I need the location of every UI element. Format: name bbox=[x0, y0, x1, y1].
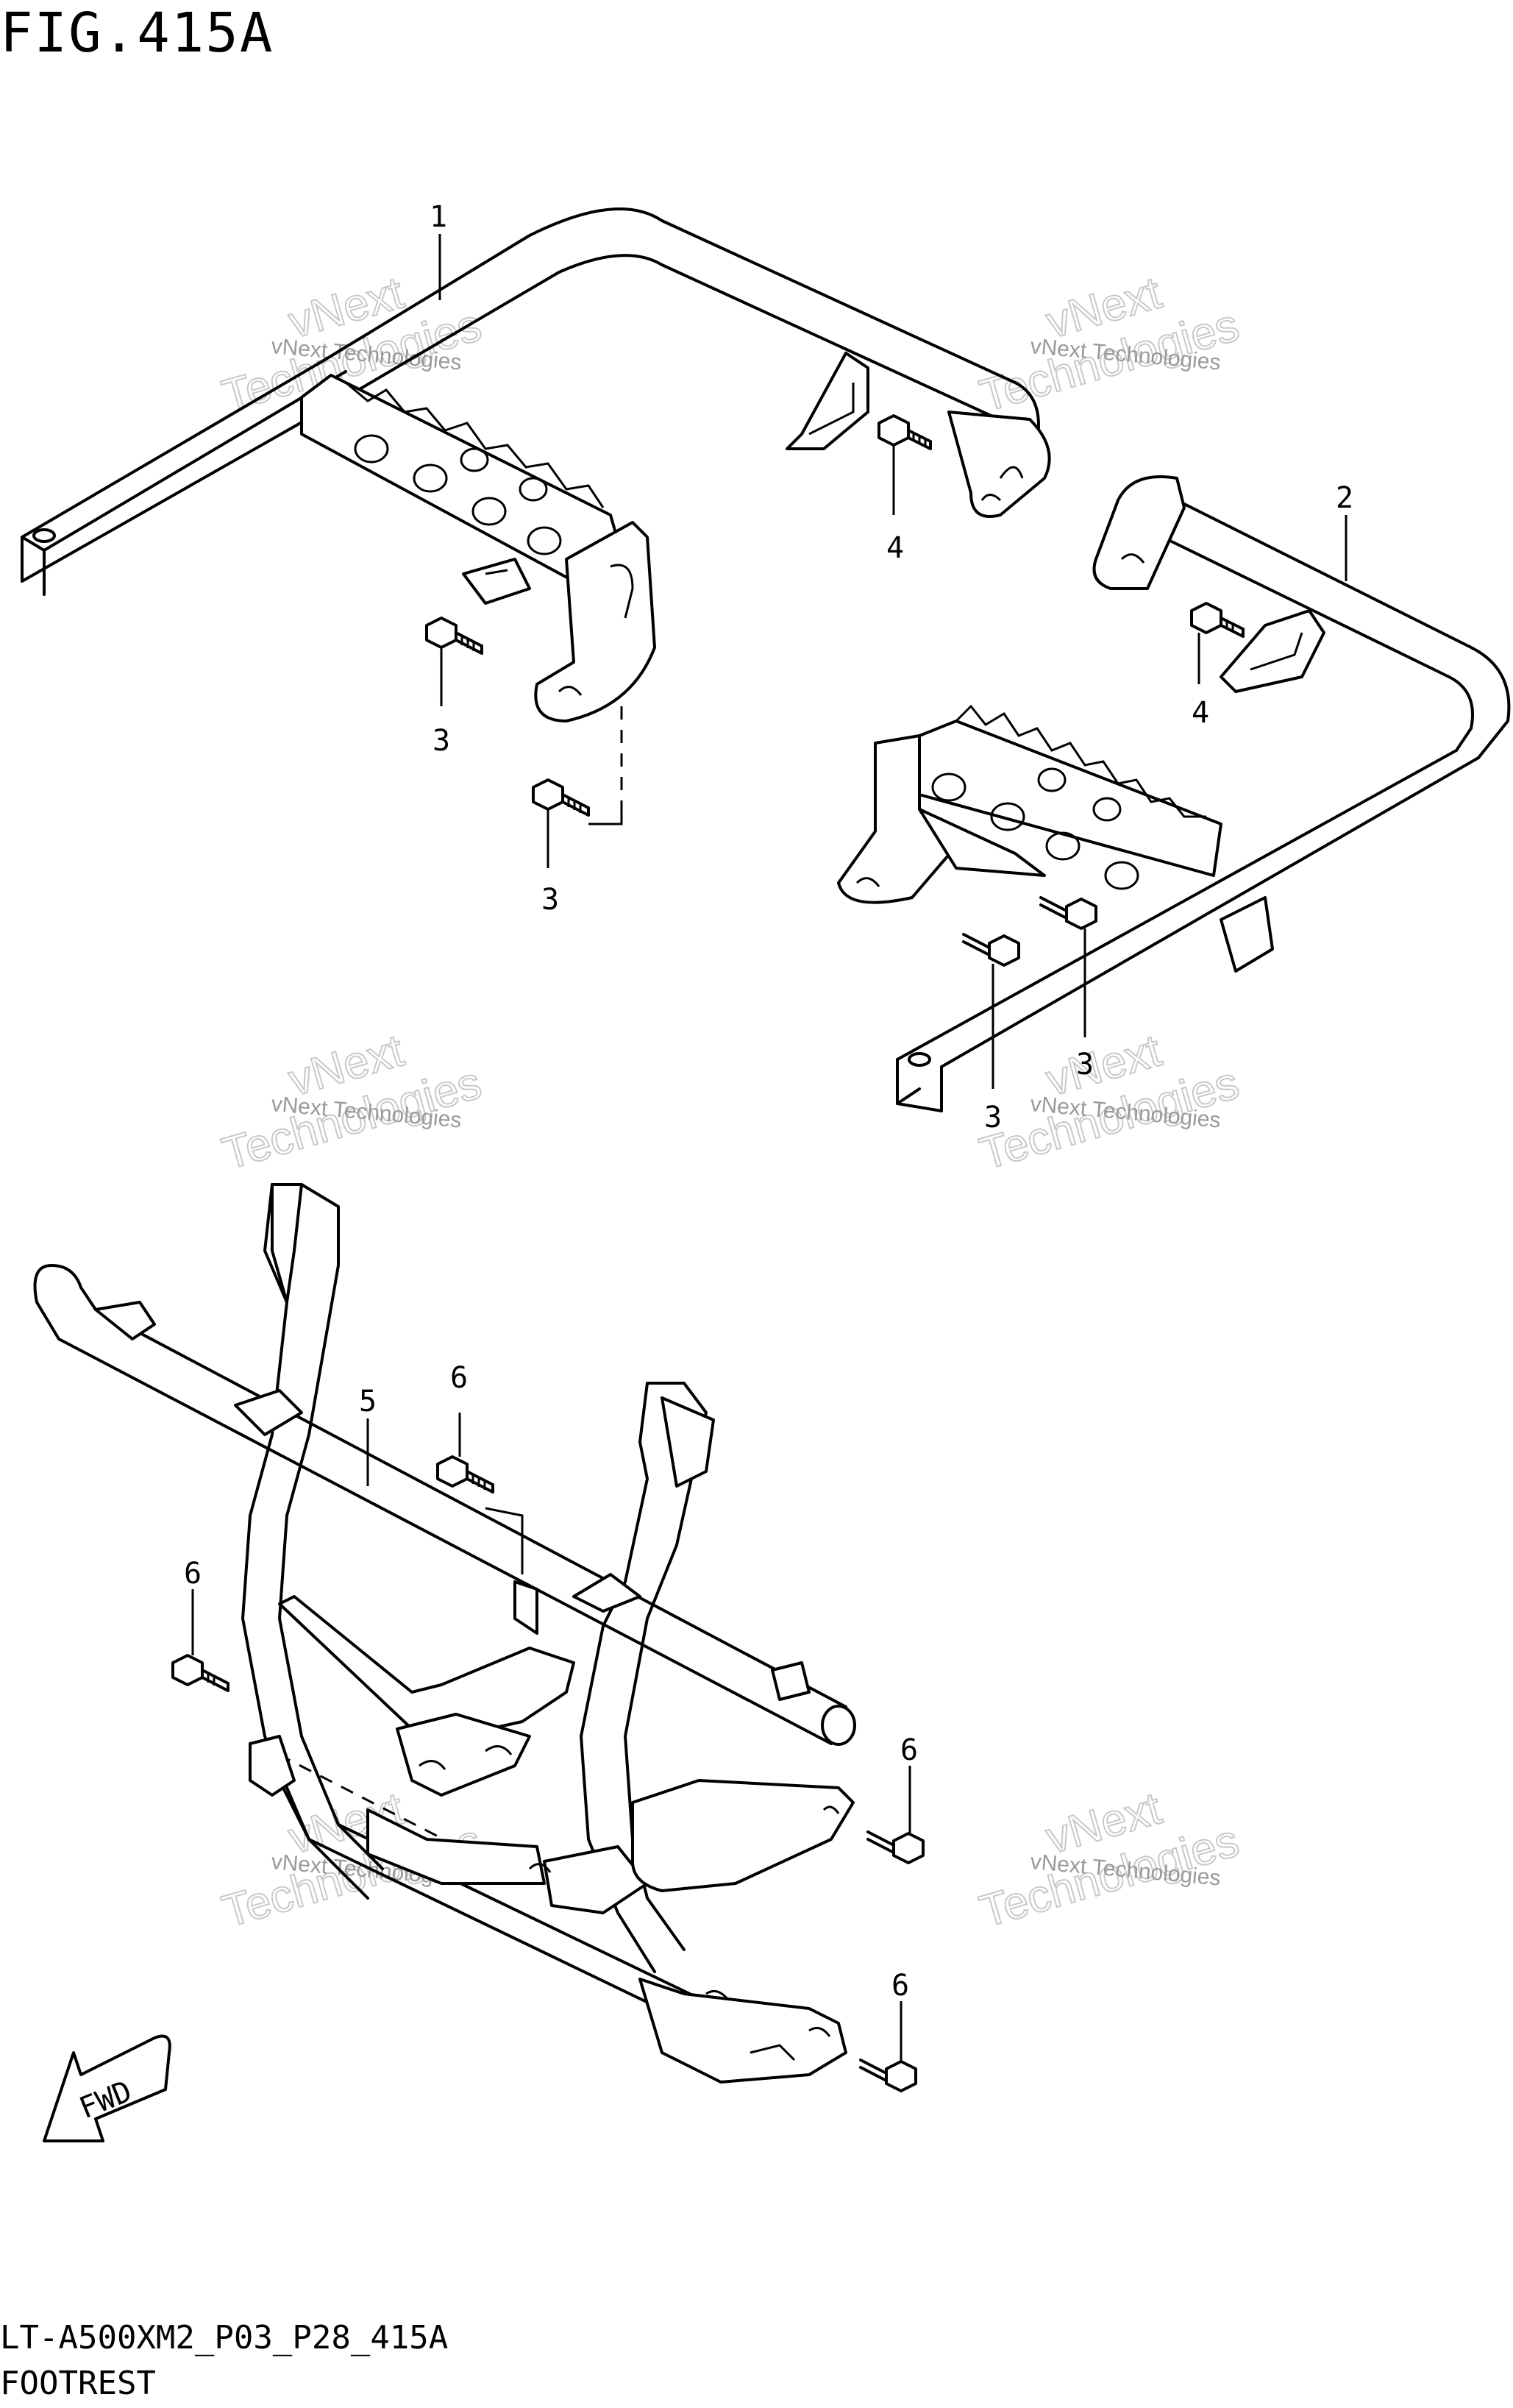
part-5-guard-frame bbox=[33, 1183, 856, 2084]
bolt-3-right-a bbox=[962, 933, 1020, 1089]
part-1-left-footrest bbox=[21, 207, 1051, 722]
bolt-4-left bbox=[877, 414, 932, 515]
bolt-4-right bbox=[1190, 602, 1245, 684]
bolt-6-left bbox=[171, 1589, 229, 1692]
callout-6-left: 6 bbox=[184, 1557, 202, 1591]
callout-4-left: 4 bbox=[886, 531, 904, 565]
callout-2: 2 bbox=[1336, 481, 1353, 515]
watermark-top-right: vNext Technologies vNext Technologies bbox=[974, 266, 1245, 422]
callout-6-right-lower: 6 bbox=[891, 1969, 909, 2003]
callout-3-left-upper: 3 bbox=[432, 724, 450, 758]
callout-6-right-upper: 6 bbox=[900, 1733, 918, 1767]
bolt-6-upper bbox=[436, 1413, 494, 1494]
bolt-6-right-lower bbox=[859, 2001, 917, 2092]
fwd-arrow-icon: FWD bbox=[43, 2034, 171, 2142]
bolt-3-left-upper bbox=[425, 617, 483, 706]
watermark-middle-right: vNext Technologies vNext Technologies bbox=[974, 1024, 1245, 1180]
callout-3-right-a: 3 bbox=[984, 1101, 1002, 1134]
bolt-3-left-lower bbox=[532, 706, 623, 868]
part-2-right-footrest bbox=[837, 475, 1511, 1112]
callout-3-left-lower: 3 bbox=[541, 883, 559, 917]
callout-3-right-b: 3 bbox=[1076, 1048, 1094, 1082]
callout-1: 1 bbox=[430, 200, 447, 234]
watermark-middle-left: vNext Technologies vNext Technologies bbox=[216, 1024, 488, 1180]
callout-5: 5 bbox=[359, 1385, 377, 1418]
figure-title: FIG.415A bbox=[0, 1, 274, 65]
figure-code: LT-A500XM2_P03_P28_415A bbox=[0, 2319, 449, 2356]
figure-name: FOOTREST bbox=[0, 2365, 156, 2402]
bolt-3-right-b bbox=[1039, 896, 1097, 1037]
callout-4-right: 4 bbox=[1192, 696, 1209, 730]
callout-6-upper: 6 bbox=[450, 1361, 468, 1395]
bolt-6-right-upper bbox=[866, 1766, 925, 1864]
watermark-bottom-right: vNext Technologies vNext Technologies bbox=[974, 1782, 1245, 1938]
